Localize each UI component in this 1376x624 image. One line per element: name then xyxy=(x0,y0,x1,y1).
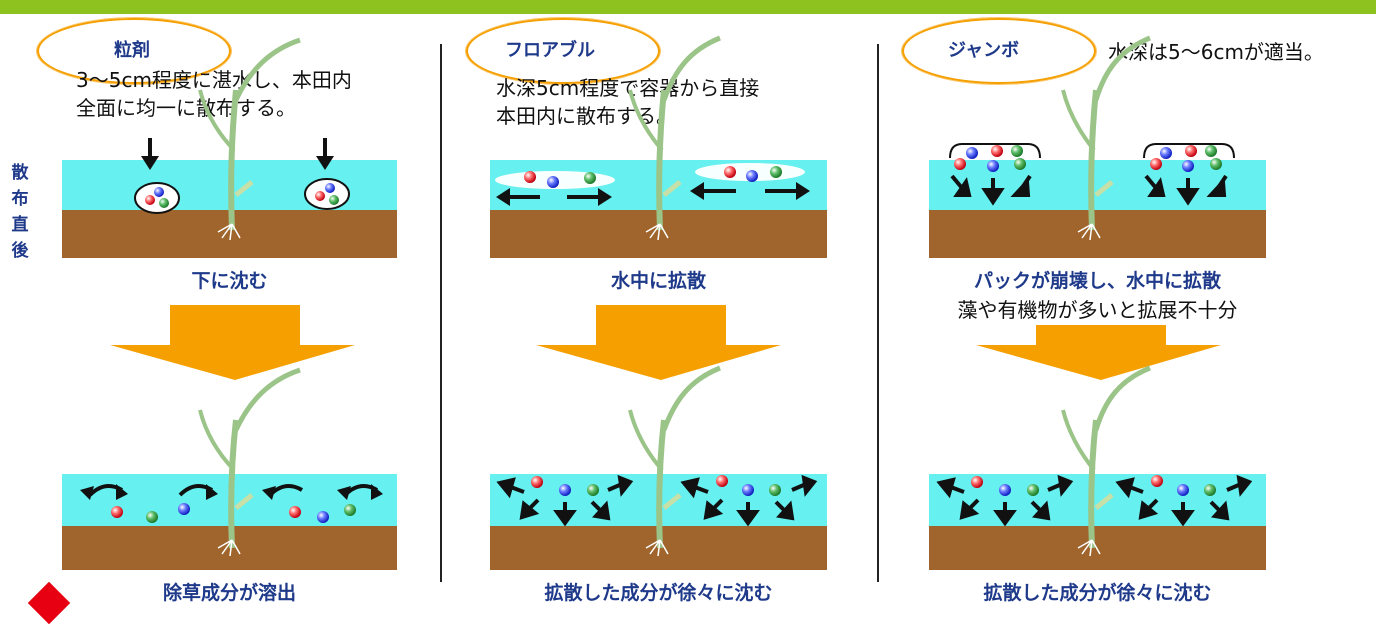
caption-granule-top: 下に沈む xyxy=(191,270,268,292)
granule xyxy=(304,178,350,210)
plant-leaf xyxy=(1093,365,1151,431)
description-granule: 3～5cm程度に湛水し、本田内 全面に均一に散布する。 xyxy=(76,66,352,122)
plant-leaf xyxy=(234,493,254,510)
scene-jumbo-top xyxy=(929,35,1266,258)
caption-granule-bottom: 除草成分が溶出 xyxy=(162,582,296,604)
plant-leaf xyxy=(1061,89,1096,152)
plant-stem xyxy=(656,89,667,231)
side-label-char: 布 xyxy=(11,189,29,209)
big-down-arrow xyxy=(976,325,1221,380)
scene-flowable-top xyxy=(490,35,827,258)
top-color-bar xyxy=(0,0,1376,14)
plant-leaf xyxy=(661,365,721,431)
column-divider xyxy=(877,44,879,582)
description-line: 水深5cm程度で容器から直接 xyxy=(496,76,760,100)
title-flowable: フロアブル xyxy=(505,40,595,61)
left-arrow xyxy=(690,182,704,200)
plant-stem xyxy=(228,419,239,549)
plant-leaf xyxy=(233,37,301,102)
plant-roots xyxy=(1077,539,1101,557)
subcaption-jumbo-top: 藻や有機物が多いと拡展不十分 xyxy=(957,298,1238,322)
plant-leaf xyxy=(198,409,236,472)
scene-jumbo-bottom xyxy=(929,365,1266,570)
caption-jumbo-bottom: 拡散した成分が徐々に沈む xyxy=(983,582,1212,604)
side-label-char: 散 xyxy=(11,163,29,183)
column-divider xyxy=(440,44,442,582)
plant-leaf xyxy=(1094,493,1114,510)
big-down-arrow xyxy=(536,305,781,380)
caption-jumbo-top: パックが崩壊し、水中に拡散 xyxy=(973,270,1221,292)
big-down-arrow xyxy=(110,305,355,380)
plant-roots xyxy=(1077,223,1101,241)
side-label-char: 直 xyxy=(11,215,29,235)
plant-leaf xyxy=(1061,409,1096,472)
description-line: 水深は5～6cmが適当。 xyxy=(1108,40,1324,64)
plant-leaf xyxy=(662,493,682,510)
right-arrow xyxy=(796,182,810,200)
water-layer xyxy=(929,160,1266,210)
plant-leaf xyxy=(233,367,301,432)
water-layer xyxy=(929,474,1266,526)
plant-leaf xyxy=(234,180,254,197)
plant-leaf xyxy=(198,89,236,152)
plant-roots xyxy=(217,539,241,557)
plant-stem xyxy=(228,89,239,231)
diagram-scenes xyxy=(62,35,1266,570)
title-jumbo: ジャンボ xyxy=(948,40,1020,61)
plant-stem xyxy=(1088,419,1099,549)
description-line: 全面に均一に散布する。 xyxy=(76,96,296,120)
description-line: 3～5cm程度に湛水し、本田内 xyxy=(76,68,352,92)
plant-leaf xyxy=(662,180,682,197)
plant-stem xyxy=(656,419,667,549)
title-oval-granule xyxy=(37,18,231,84)
left-arrow xyxy=(496,188,510,206)
scene-flowable-bottom xyxy=(490,365,827,570)
plant-leaf xyxy=(661,35,721,101)
description-jumbo: 水深は5～6cmが適当。 xyxy=(1108,38,1324,66)
title-granule: 粒剤 xyxy=(114,40,150,61)
plant-stem xyxy=(1088,89,1099,231)
caption-flowable-top: 水中に拡散 xyxy=(610,270,706,292)
scene-granule-bottom xyxy=(62,367,397,570)
plant-leaf xyxy=(628,89,664,152)
plant-leaf xyxy=(1094,180,1114,197)
title-oval-jumbo xyxy=(902,18,1096,84)
plant-roots xyxy=(217,223,241,241)
scene-granule-top xyxy=(62,37,397,258)
side-label-char: 後 xyxy=(11,241,29,261)
plant-leaf xyxy=(1093,35,1151,101)
jumbo-pack xyxy=(1143,143,1235,159)
jumbo-pack xyxy=(949,143,1041,159)
soil-layer xyxy=(929,526,1266,570)
side-label-immediately-after-application: 散 布 直 後 xyxy=(8,160,32,264)
caption-flowable-bottom: 拡散した成分が徐々に沈む xyxy=(544,582,773,604)
title-oval-flowable xyxy=(466,18,660,84)
plant-roots xyxy=(645,223,669,241)
plant-leaf xyxy=(628,409,664,472)
right-arrow xyxy=(598,188,612,206)
plant-roots xyxy=(645,539,669,557)
description-flowable: 水深5cm程度で容器から直接 本田内に散布する。 xyxy=(496,74,759,130)
